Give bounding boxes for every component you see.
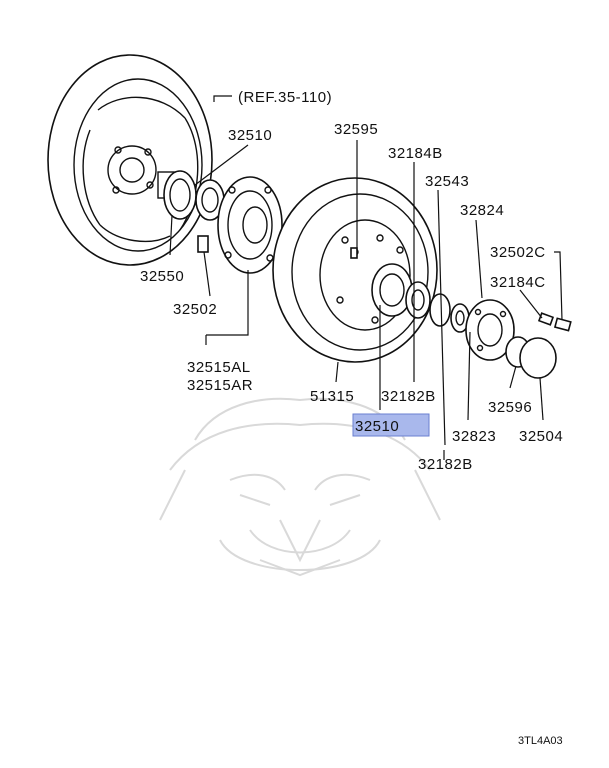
hub-flange <box>465 299 515 361</box>
hub-cap <box>505 336 557 379</box>
label-ref: (REF.35-110) <box>238 89 332 106</box>
hub-assembly <box>197 176 283 274</box>
label-32515al: 32515AL <box>187 359 251 376</box>
label-32504: 32504 <box>519 428 563 445</box>
watermark-emblem <box>159 397 441 577</box>
label-32543: 32543 <box>425 173 469 190</box>
label-32595: 32595 <box>334 121 378 138</box>
label-32823: 32823 <box>452 428 496 445</box>
diagram-code: 3TL4A03 <box>518 735 563 747</box>
part-labels: (REF.35-110) 32510 32595 32184B 32543 32… <box>140 89 563 747</box>
highlight-box <box>352 413 430 437</box>
label-32184c: 32184C <box>490 274 546 291</box>
label-32182b-a: 32182B <box>381 388 436 405</box>
flange-bolts <box>537 312 572 332</box>
hub-stud <box>350 247 358 259</box>
label-32515ar: 32515AR <box>187 377 253 394</box>
brake-backing-plate <box>47 54 213 266</box>
leader-lines <box>169 95 563 460</box>
label-32182b-b: 32182B <box>418 456 473 473</box>
label-32510-top: 32510 <box>228 127 272 144</box>
bearing-stack <box>405 281 470 333</box>
brake-drum <box>272 177 438 363</box>
label-32184b: 32184B <box>388 145 443 162</box>
label-32510-highlighted: 32510 <box>355 418 399 435</box>
oil-seal-left <box>163 170 225 221</box>
label-32502c: 32502C <box>490 244 546 261</box>
label-51315: 51315 <box>310 388 354 405</box>
label-32824: 32824 <box>460 202 504 219</box>
label-32502: 32502 <box>173 301 217 318</box>
label-32550: 32550 <box>140 268 184 285</box>
label-32596: 32596 <box>488 399 532 416</box>
